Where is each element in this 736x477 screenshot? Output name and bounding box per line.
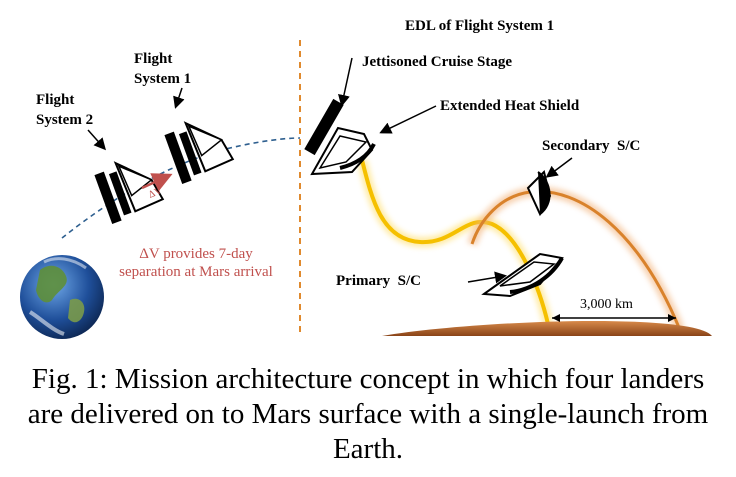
flight-system-2-icon: [94, 161, 165, 224]
delta-v-label-line2: separation at Mars arrival: [119, 264, 273, 280]
distance-label: 3,000 km: [580, 297, 633, 312]
secondary-sc-label: Secondary S/C: [542, 138, 640, 154]
primary-sc-label: Primary S/C: [336, 273, 421, 289]
flight-system-1-pointer: [173, 87, 185, 109]
entry-vehicle-icon: [310, 126, 376, 176]
extended-heat-shield-label: Extended Heat Shield: [440, 98, 580, 114]
earth-icon: [20, 255, 104, 339]
primary-sc-icon: [481, 252, 564, 298]
delta-v-label-line1: ΔV provides 7-day: [139, 246, 253, 262]
flight-system-2-pointer: [87, 129, 106, 151]
mars-surface: [382, 320, 712, 336]
flight-system-1-label-line1: Flight: [134, 51, 172, 67]
flight-system-1-label-line2: System 1: [134, 71, 191, 87]
flight-system-2-label-line1: Flight: [36, 92, 74, 108]
delta-v-small-label: ΔV: [147, 185, 165, 201]
secondary-sc-pointer: [545, 157, 573, 178]
secondary-path-glow: [467, 186, 685, 332]
primary-sc-pointer: [467, 271, 507, 284]
primary-path: [360, 159, 550, 325]
primary-path-glow: [357, 158, 553, 326]
secondary-sc-icon: [526, 170, 552, 217]
delta-v-arrow: [141, 173, 173, 192]
edl-title: EDL of Flight System 1: [405, 18, 554, 34]
cruise-stage-pointer: [338, 57, 353, 107]
heat-shield-pointer: [379, 105, 437, 134]
flight-system-1-icon: [164, 121, 235, 184]
figure-caption: Fig. 1: Mission architecture concept in …: [27, 363, 709, 465]
jettisoned-cruise-stage-icon: [304, 98, 344, 156]
jettisoned-cruise-stage-label: Jettisoned Cruise Stage: [362, 54, 512, 70]
flight-system-2-label-line2: System 2: [36, 112, 93, 128]
